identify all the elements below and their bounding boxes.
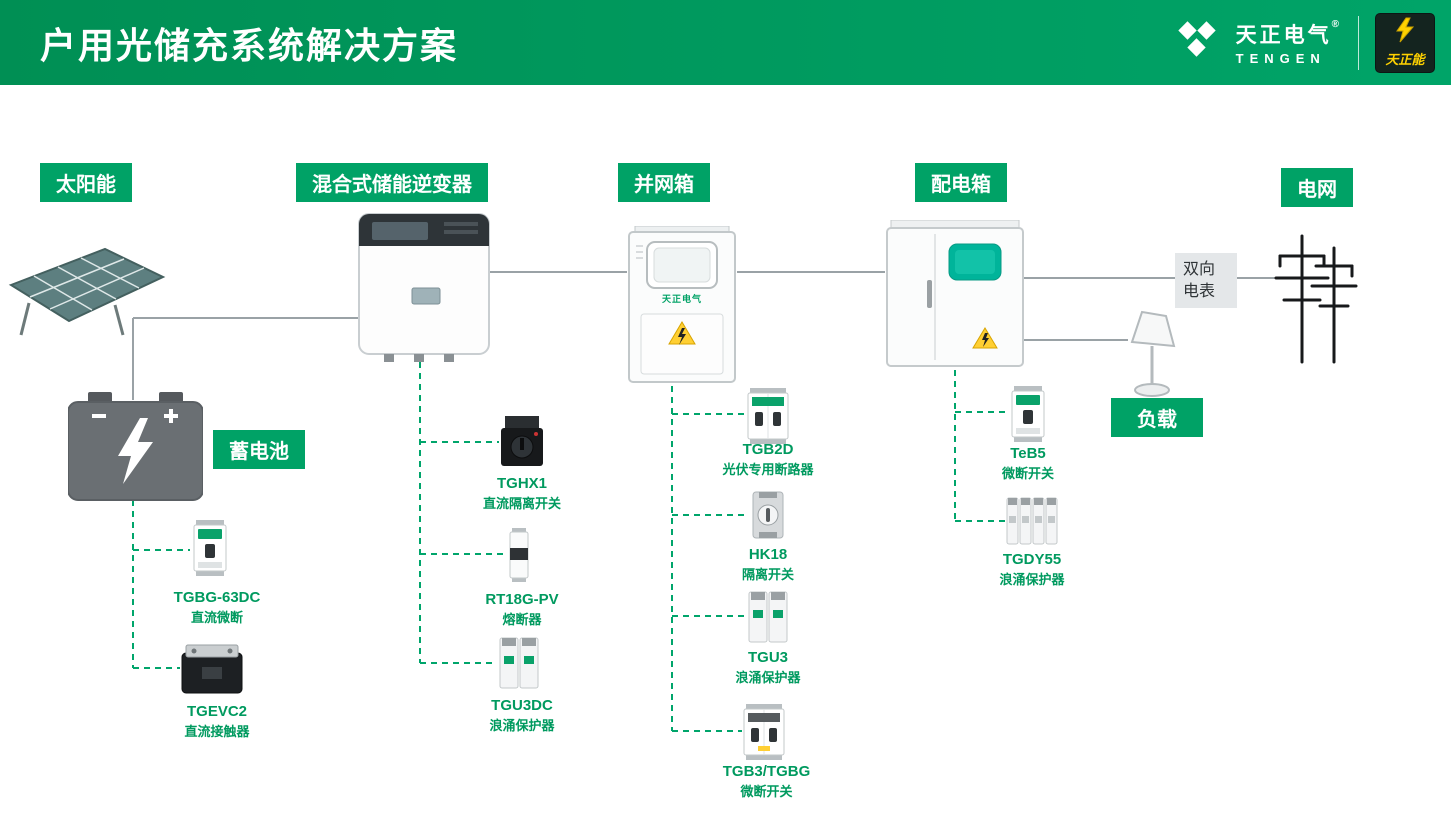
component-name: HK18	[748, 546, 788, 563]
dist-box-image	[885, 219, 1025, 375]
component-desc: 隔离开关	[741, 566, 794, 582]
tgb3-tgbg-image	[742, 704, 786, 765]
component-caption: TGBG-63DC 直流微断	[147, 588, 287, 626]
component-name: RT18G-PV	[485, 591, 559, 608]
component-desc: 浪涌保护器	[999, 571, 1065, 587]
solar-panel-image	[5, 243, 170, 348]
component-desc: 直流微断	[190, 609, 243, 625]
grid-box-brand: 天正电气	[661, 294, 702, 304]
component-desc: 微断开关	[1001, 465, 1054, 481]
header-divider	[1358, 15, 1359, 70]
hk18-image	[749, 490, 787, 545]
component-name: TGEVC2	[186, 703, 247, 720]
component-caption: TGB2D 光伏专用断路器	[693, 440, 843, 478]
lamp-image	[1122, 310, 1182, 407]
label-grid: 电网	[1281, 168, 1353, 207]
component-caption: TGEVC2 直流接触器	[147, 702, 287, 740]
component-name: TGU3DC	[491, 697, 553, 714]
bidirectional-meter: 双向电表	[1175, 253, 1237, 309]
registered-mark: ®	[1331, 19, 1342, 30]
tgdy55-image	[1005, 496, 1059, 551]
badge-text: 天正能	[1385, 52, 1425, 67]
header: 户用光储充系统解决方案 天正电气® TENGEN	[0, 0, 1451, 85]
tghx1-image	[499, 414, 545, 475]
label-dist-box: 配电箱	[915, 163, 1007, 202]
rt18g-pv-image	[506, 528, 532, 587]
component-desc: 熔断器	[502, 611, 542, 627]
component-name: TGB2D	[742, 441, 794, 458]
component-desc: 直流接触器	[184, 723, 250, 739]
inverter-image	[358, 210, 490, 367]
component-caption: RT18G-PV 熔断器	[452, 590, 592, 628]
component-caption: TeB5 微断开关	[958, 444, 1098, 482]
component-desc: 光伏专用断路器	[722, 461, 814, 477]
tengen-logo-icon	[1176, 19, 1220, 66]
component-name: TeB5	[1010, 445, 1046, 462]
teb5-image	[1008, 386, 1048, 447]
component-caption: HK18 隔离开关	[698, 545, 838, 583]
label-load: 负载	[1111, 398, 1203, 437]
label-battery: 蓄电池	[213, 430, 305, 469]
logo-text: 天正电气® TENGEN	[1236, 19, 1342, 66]
component-name: TGHX1	[496, 475, 547, 492]
component-caption: TGU3DC 浪涌保护器	[452, 696, 592, 734]
grid-box-image: 天正电气	[627, 225, 737, 391]
mascot-badge: 天正能	[1375, 12, 1435, 73]
label-grid-box: 并网箱	[618, 163, 710, 202]
component-name: TGB3/TGBG	[722, 763, 811, 780]
label-solar: 太阳能	[40, 163, 132, 202]
tgu3dc-image	[497, 636, 541, 695]
component-desc: 浪涌保护器	[735, 669, 801, 685]
tgbg-63dc-image	[190, 520, 230, 581]
battery-image	[67, 392, 204, 507]
component-caption: TGB3/TGBG 微断开关	[694, 762, 839, 800]
component-caption: TGDY55 浪涌保护器	[962, 550, 1102, 588]
logo-area: 天正电气® TENGEN 天正能	[1176, 12, 1435, 73]
logo-en: TENGEN	[1235, 51, 1326, 66]
tgu3-image	[746, 590, 790, 649]
component-name: TGU3	[747, 649, 788, 666]
lightning-mascot-icon	[1392, 17, 1418, 48]
tgb2d-image	[746, 388, 790, 449]
label-inverter: 混合式储能逆变器	[296, 163, 488, 202]
component-desc: 浪涌保护器	[489, 717, 555, 733]
component-desc: 微断开关	[740, 783, 793, 799]
power-grid-tower-icon	[1272, 226, 1358, 371]
component-desc: 直流隔离开关	[482, 495, 561, 511]
tgevc2-image	[180, 643, 244, 700]
component-name: TGDY55	[1002, 551, 1062, 568]
component-caption: TGHX1 直流隔离开关	[452, 474, 592, 512]
logo-cn: 天正电气	[1235, 24, 1332, 47]
component-caption: TGU3 浪涌保护器	[698, 648, 838, 686]
component-name: TGBG-63DC	[173, 589, 261, 606]
page-title: 户用光储充系统解决方案	[40, 24, 459, 66]
